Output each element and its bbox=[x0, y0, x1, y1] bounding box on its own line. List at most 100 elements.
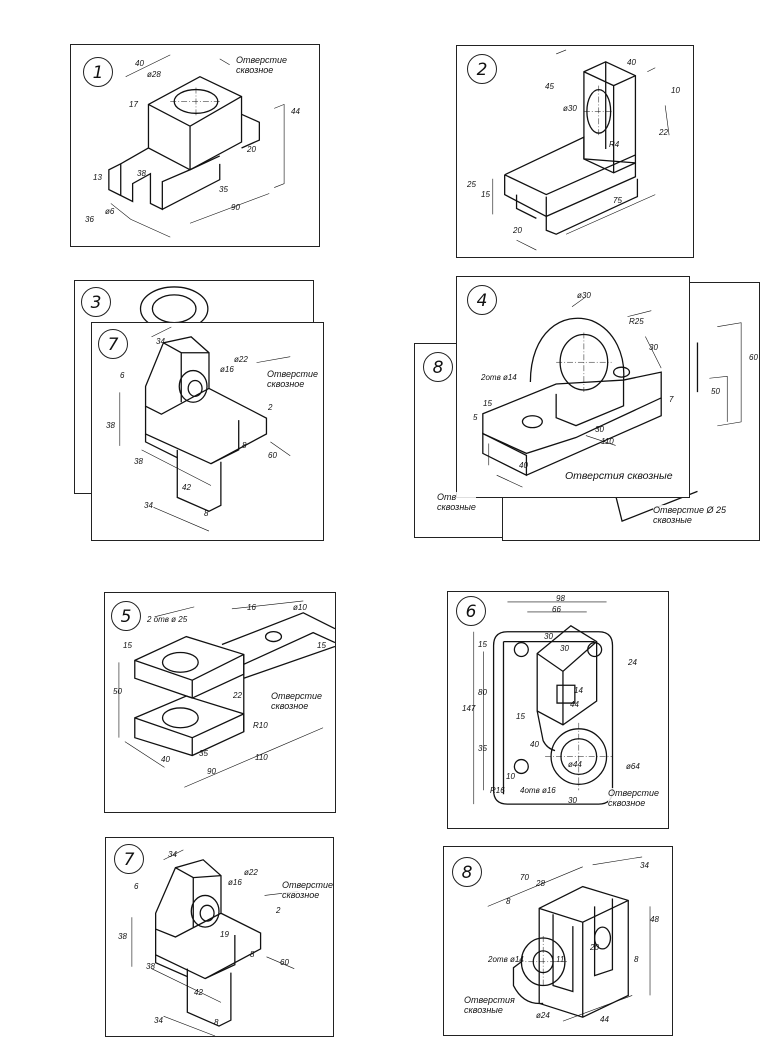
note-text-6: Отверстие сквозное bbox=[608, 788, 660, 808]
dim-5-j: 40 bbox=[161, 755, 170, 764]
dim-5-g: 22 bbox=[233, 691, 242, 700]
dim-4-i: 7 bbox=[669, 395, 674, 404]
dim-6-b: 66 bbox=[552, 605, 561, 614]
dim-7o-h: 60 bbox=[268, 451, 277, 460]
dim-4-b: R25 bbox=[629, 317, 644, 326]
dim-6-i: 14 bbox=[574, 686, 583, 695]
dim-1-b: ø28 bbox=[147, 70, 161, 79]
drawing-card-7: 7 Отверстие сквозное 34 6 ø16 ø22 38 19 … bbox=[105, 837, 334, 1037]
dim-6-s: 10 bbox=[506, 772, 515, 781]
dim-5-i: 35 bbox=[199, 749, 208, 758]
drawing-card-4: 4 Отверстия сквозные ø30 R25 2отв ø14 30… bbox=[456, 276, 690, 498]
dim-7-j: 38 bbox=[146, 962, 155, 971]
dim-7-d: ø22 bbox=[244, 868, 258, 877]
isometric-drawing-1 bbox=[108, 54, 285, 238]
dim-8-b: 34 bbox=[640, 861, 649, 870]
dim-2-e: 22 bbox=[659, 128, 668, 137]
dim-6-g: 80 bbox=[478, 688, 487, 697]
dim-4-c: 2отв ø14 bbox=[481, 373, 517, 382]
drawing-card-8: 8 Отверстия сквозные 70 34 8 28 48 20 2о… bbox=[443, 846, 673, 1036]
dim-2-d: 10 bbox=[671, 86, 680, 95]
dim-1-g: 90 bbox=[231, 203, 240, 212]
drawing-card-7-overlay: 7 Отверстие сквозное 34 6 ø16 ø22 38 8 2… bbox=[91, 322, 324, 541]
figure-number-3: 3 bbox=[81, 287, 111, 317]
dim-2-i: 75 bbox=[613, 196, 622, 205]
drawing-card-6: 6 Отверстие сквозное 98 66 30 24 30 15 8… bbox=[447, 591, 669, 829]
dim-7o-g: 2 bbox=[268, 403, 273, 412]
figure-number-6: 6 bbox=[456, 596, 486, 626]
drawing-card-1: 1 Отверстие сквозное 40 ø28 17 44 20 35 … bbox=[70, 44, 320, 247]
dim-7o-l: 8 bbox=[204, 509, 209, 518]
dim-2-b: 45 bbox=[545, 82, 554, 91]
isometric-drawing-7-overlay bbox=[119, 326, 291, 532]
dim-7-g: 8 bbox=[250, 950, 255, 959]
dim-6-d: 24 bbox=[628, 658, 637, 667]
note-text-7-overlay: Отверстие сквозное bbox=[267, 369, 319, 389]
dim-6-k: 15 bbox=[516, 712, 525, 721]
dim-4-e: 15 bbox=[483, 399, 492, 408]
dim-5-h: R10 bbox=[253, 721, 268, 730]
dim-4-a: ø30 bbox=[577, 291, 591, 300]
note-text-7: Отверстие сквозное bbox=[282, 880, 334, 900]
dim-5-b: 16 bbox=[247, 603, 256, 612]
figure-number-7: 7 bbox=[114, 844, 144, 874]
dim-2-c: ø30 bbox=[563, 104, 577, 113]
dim-7o-i: 38 bbox=[134, 457, 143, 466]
dim-5-k: 90 bbox=[207, 767, 216, 776]
drawing-card-2: 2 40 45 ø30 10 22 R4 25 15 75 20 bbox=[456, 45, 694, 258]
isometric-drawing-2 bbox=[492, 49, 670, 251]
dim-6-o: ø64 bbox=[626, 762, 640, 771]
note-text-4: Отверстия сквозные bbox=[565, 470, 673, 482]
figure-number-2: 2 bbox=[467, 54, 497, 84]
dim-5-d: 15 bbox=[123, 641, 132, 650]
dim-1-f: 35 bbox=[219, 185, 228, 194]
dim-1-c: 17 bbox=[129, 100, 138, 109]
dim-7o-a: 34 bbox=[156, 337, 165, 346]
dim-1-e: 20 bbox=[247, 145, 256, 154]
dim-8-j: 44 bbox=[600, 1015, 609, 1024]
figure-number-1: 1 bbox=[83, 57, 113, 87]
dim-8-a: 70 bbox=[520, 873, 529, 882]
dim-7-e: 38 bbox=[118, 932, 127, 941]
note-text-8: Отверстия сквозные bbox=[464, 995, 515, 1015]
dim-8-e: 48 bbox=[650, 915, 659, 924]
dim-4-h: 110 bbox=[601, 437, 614, 446]
dim-7-m: 8 bbox=[214, 1018, 219, 1027]
dim-7o-d: ø22 bbox=[234, 355, 248, 364]
dim-8-c: 8 bbox=[506, 897, 511, 906]
dim-8-h: 11 bbox=[556, 955, 565, 964]
drawing-card-5: 5 Отверстие сквозное 2 отв ø 25 16 ø10 1… bbox=[104, 592, 336, 813]
dim-4-d: 30 bbox=[649, 343, 658, 352]
dim-6-a: 98 bbox=[556, 594, 565, 603]
note-text-8-background: Отв сквозные bbox=[437, 492, 476, 512]
figure-number-8-background: 8 bbox=[423, 352, 453, 382]
dim-2-h: 15 bbox=[481, 190, 490, 199]
dim-2-f: R4 bbox=[609, 140, 620, 149]
dim-6-l: 40 bbox=[530, 740, 539, 749]
figure-number-5: 5 bbox=[111, 601, 141, 631]
dim-6-j: 44 bbox=[570, 700, 579, 709]
dim-7-h: 2 bbox=[276, 906, 281, 915]
dim-7-b: 6 bbox=[134, 882, 139, 891]
dim-8-g: 2отв ø14 bbox=[488, 955, 524, 964]
figure-number-7-overlay: 7 bbox=[98, 329, 128, 359]
isometric-drawing-4 bbox=[482, 296, 662, 488]
dim-7o-j: 42 bbox=[182, 483, 191, 492]
dim-6-f: 15 bbox=[478, 640, 487, 649]
dim-1-i: 38 bbox=[137, 169, 146, 178]
figure-number-4: 4 bbox=[467, 285, 497, 315]
dim-bg-b: 50 bbox=[711, 387, 720, 396]
dim-5-c: ø10 bbox=[293, 603, 307, 612]
dim-7-a: 34 bbox=[168, 850, 177, 859]
dim-6-c: 30 bbox=[560, 644, 569, 653]
dim-8-d: 28 bbox=[536, 879, 545, 888]
dim-6-n: ø44 bbox=[568, 760, 582, 769]
dim-5-f: 50 bbox=[113, 687, 122, 696]
dim-7-k: 42 bbox=[194, 988, 203, 997]
dim-7-f: 19 bbox=[220, 930, 229, 939]
dim-7o-k: 34 bbox=[144, 501, 153, 510]
dim-8-i: ø24 bbox=[536, 1011, 550, 1020]
dim-2-a: 40 bbox=[627, 58, 636, 67]
dim-8-f: 20 bbox=[590, 943, 599, 952]
dim-6-p: R16 bbox=[490, 786, 505, 795]
